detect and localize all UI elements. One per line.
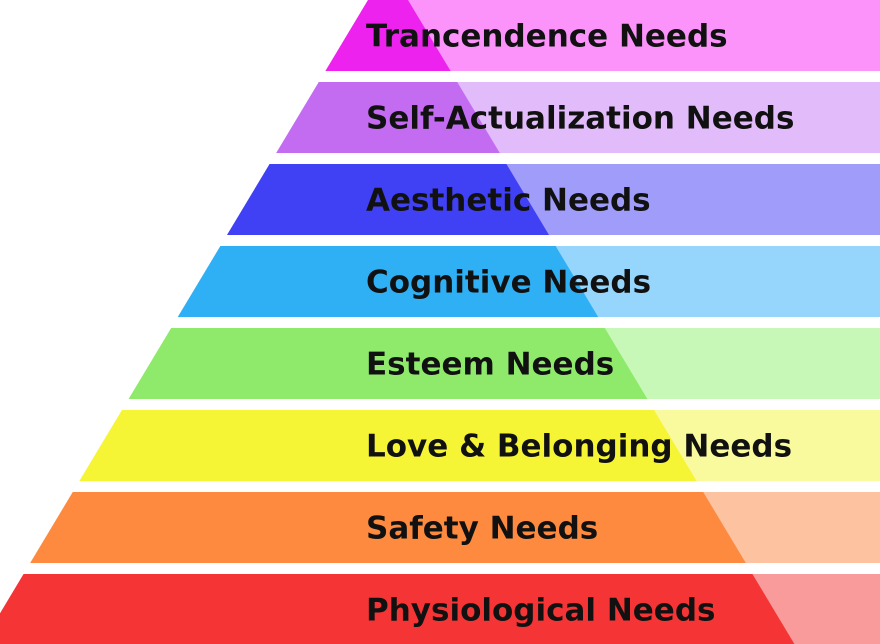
tier-label: Aesthetic Needs — [366, 183, 651, 219]
tier-edge — [176, 246, 221, 317]
tier-label: Cognitive Needs — [366, 265, 651, 301]
tier-label: Love & Belonging Needs — [366, 429, 792, 465]
tier-edge — [29, 492, 73, 563]
pyramid-tier: Love & Belonging Needs — [78, 410, 880, 481]
tier-edge — [226, 164, 270, 235]
tier-edge — [324, 0, 368, 71]
tier-edge — [78, 410, 122, 481]
tier-slice — [276, 82, 500, 153]
tier-slice — [227, 164, 549, 235]
tier-edge — [127, 328, 172, 399]
tier-slice — [79, 410, 697, 481]
tier-edge — [275, 82, 319, 153]
pyramid-tier: Self-Actualization Needs — [275, 82, 880, 153]
tier-slice — [128, 328, 648, 399]
pyramid-tier: Esteem Needs — [127, 328, 880, 399]
tier-label: Self-Actualization Needs — [366, 101, 794, 137]
tier-label: Safety Needs — [366, 511, 598, 547]
tier-label: Trancendence Needs — [366, 19, 728, 55]
tier-label: Physiological Needs — [366, 593, 715, 629]
pyramid-tier: Trancendence Needs — [324, 0, 880, 71]
pyramid-tier: Aesthetic Needs — [226, 164, 880, 235]
tier-slice — [325, 0, 451, 71]
tier-slice — [177, 246, 599, 317]
pyramid-tier: Physiological Needs — [0, 574, 880, 644]
pyramid-tier: Cognitive Needs — [176, 246, 880, 317]
pyramid-tier: Safety Needs — [29, 492, 880, 563]
tier-label: Esteem Needs — [366, 347, 614, 383]
tier-slice — [30, 492, 746, 563]
tier-slice — [0, 574, 795, 644]
